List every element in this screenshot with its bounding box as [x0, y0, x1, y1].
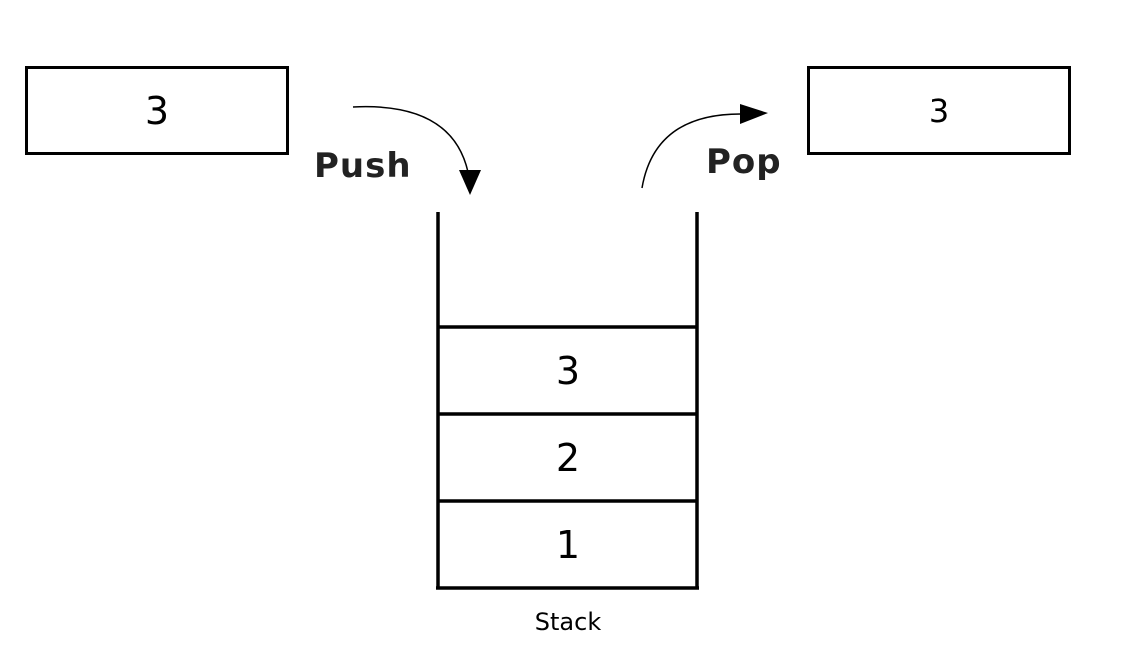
push-arrow — [352, 105, 469, 173]
popped-element-box: 3 — [807, 66, 1071, 155]
popped-element-value: 3 — [928, 91, 950, 130]
pop-arrow — [641, 113, 746, 189]
stack-caption: Stack — [534, 608, 602, 636]
pushed-element-value: 3 — [144, 88, 170, 133]
push-arrowhead — [459, 170, 481, 195]
pop-arrowhead — [740, 104, 768, 124]
stack-cell-middle: 2 — [555, 436, 581, 480]
stack-cell-top: 3 — [555, 349, 581, 393]
pushed-element-box: 3 — [25, 66, 289, 155]
push-label: Push — [314, 146, 412, 186]
pop-label: Pop — [706, 142, 782, 182]
stack-cell-bottom: 1 — [555, 523, 581, 567]
